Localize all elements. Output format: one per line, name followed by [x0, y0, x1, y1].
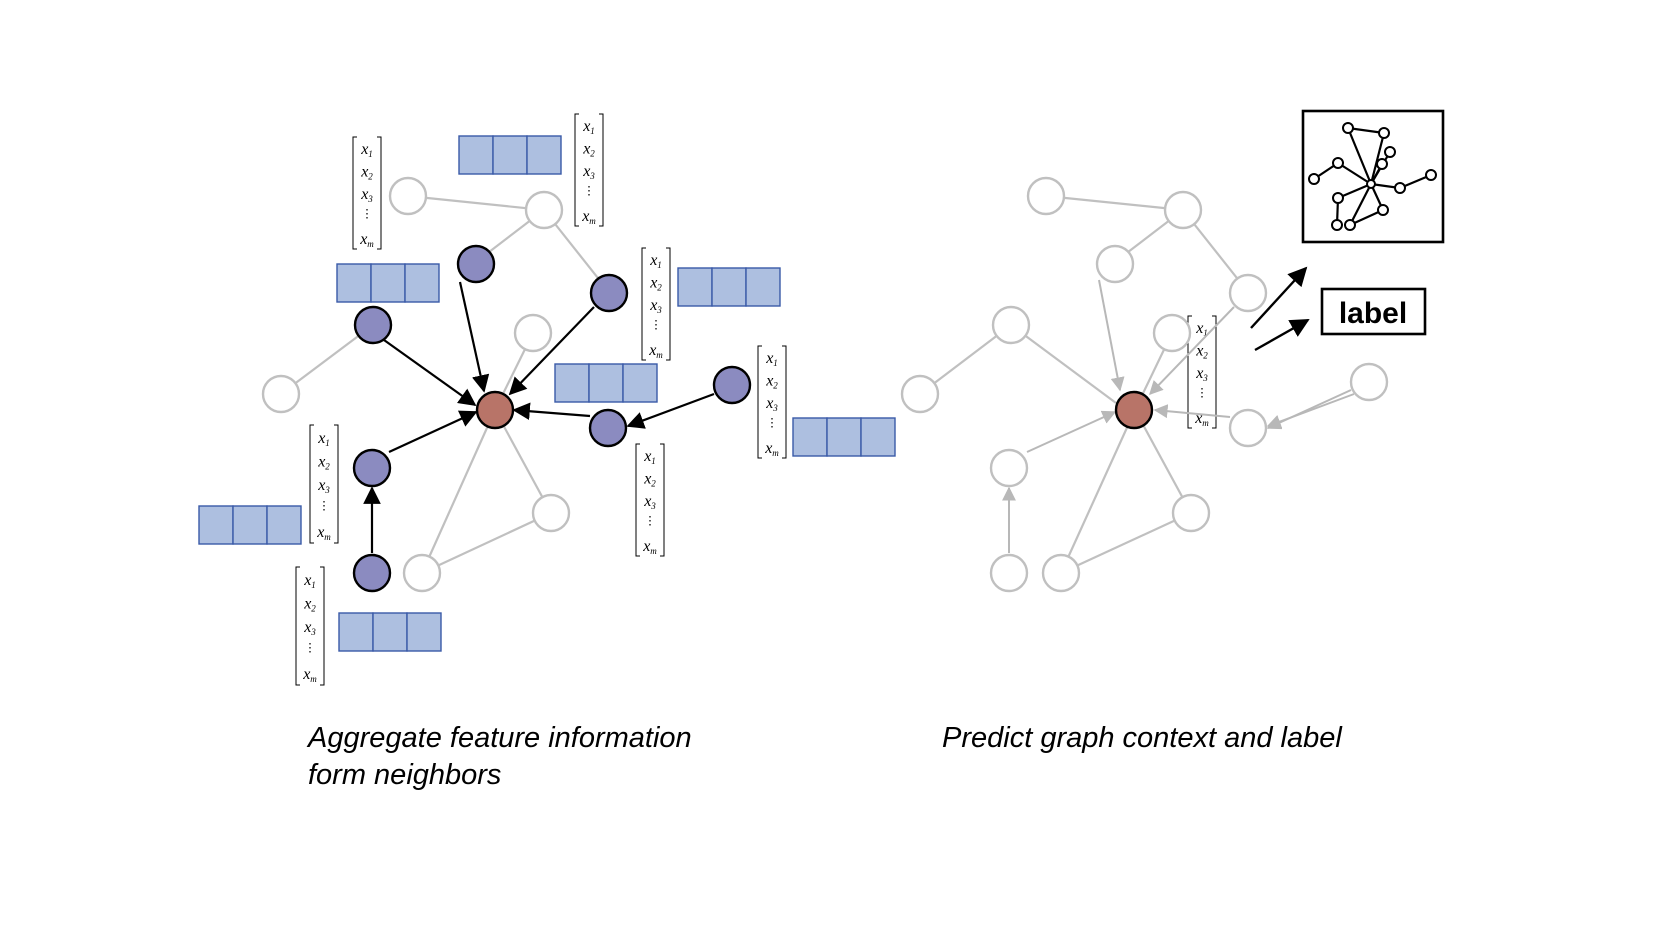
vector-entry: ⋮: [644, 513, 656, 527]
graph-node: [261, 374, 301, 414]
feature-vector: [554, 363, 658, 403]
feature-column-vector: x1 x2 x3 ⋮ xm: [309, 424, 339, 544]
vector-entry: x1: [649, 252, 662, 270]
vector-entry: ⋮: [583, 183, 595, 197]
vector-entry: xm: [764, 440, 779, 458]
label-box: [1320, 287, 1427, 336]
graph-node: [1349, 362, 1389, 402]
feature-column-vector: x1 x2 x3 ⋮ xm: [574, 113, 604, 227]
vector-entry: x2: [643, 471, 656, 489]
neighbor-node: [352, 448, 392, 488]
graph-node: [1152, 313, 1192, 353]
feature-column-vector: x1 x2 x3 ⋮ xm: [295, 566, 325, 686]
graph-node: [388, 176, 428, 216]
vector-entry: x3: [1195, 365, 1208, 383]
feature-column-vector: x1 x2 x3 ⋮ xm: [352, 136, 382, 250]
neighbor-node: [353, 305, 393, 345]
feature-column-vector: x1 x2 x3 ⋮ xm: [641, 247, 671, 361]
neighbor-node: [352, 553, 392, 593]
graph-node: [989, 553, 1029, 593]
graph-node: [1163, 190, 1203, 230]
vector-entry: x1: [303, 572, 316, 590]
feature-column-vector: x1 x2 x3 ⋮ xm: [757, 345, 787, 459]
graph-node: [1228, 273, 1268, 313]
feature-vectors: [198, 135, 896, 652]
vector-entry: ⋮: [318, 499, 330, 513]
vector-entry: x3: [582, 163, 595, 181]
graph-node: [1041, 553, 1081, 593]
vector-entry: x3: [649, 297, 662, 315]
vector-entry: xm: [642, 538, 657, 556]
vector-entry: xm: [302, 666, 317, 684]
graph-node: [531, 493, 571, 533]
vector-entry: x2: [303, 595, 316, 613]
vector-entry: x2: [317, 453, 330, 471]
graph-node: [1095, 244, 1135, 284]
vector-entry: x1: [582, 118, 595, 136]
target-node: [1114, 390, 1154, 430]
graph-node: [402, 553, 442, 593]
vector-entry: x1: [765, 350, 778, 368]
right-graph: label: [900, 109, 1445, 593]
vector-entry: xm: [1194, 410, 1209, 428]
graph-node: [991, 305, 1031, 345]
vector-entry: x2: [649, 275, 662, 293]
label-text: label: [1339, 297, 1407, 330]
graph-node: [1228, 408, 1268, 448]
feature-vector: [198, 505, 302, 545]
vector-entry: xm: [581, 208, 596, 226]
feature-column-vector: x1 x2 x3 ⋮ xm: [635, 443, 665, 557]
vector-entry: ⋮: [1196, 385, 1208, 399]
graph-context-icon: [1301, 109, 1445, 244]
vector-entry: ⋮: [304, 641, 316, 655]
vector-entry: x1: [317, 430, 330, 448]
vector-entry: ⋮: [361, 206, 373, 220]
target-node: [475, 390, 515, 430]
graph-node: [513, 313, 553, 353]
feature-vector: [458, 135, 562, 175]
graph-node: [524, 190, 564, 230]
left-caption-line2: form neighbors: [308, 759, 502, 791]
vector-entry: x3: [643, 493, 656, 511]
vector-entry: x3: [303, 619, 316, 637]
feature-vector: [677, 267, 781, 307]
vector-entry: x3: [360, 186, 373, 204]
left-caption: Aggregate feature information form neigh…: [308, 720, 692, 794]
vector-entry: xm: [359, 231, 374, 249]
neighbor-node: [712, 365, 752, 405]
vector-entry: ⋮: [650, 317, 662, 331]
vector-entry: x3: [317, 477, 330, 495]
vector-entry: xm: [648, 342, 663, 360]
neighbor-node: [589, 273, 629, 313]
right-caption: Predict graph context and label: [942, 722, 1342, 754]
neighbor-node: [456, 244, 496, 284]
vector-entry: x2: [582, 141, 595, 159]
vector-entry: xm: [316, 524, 331, 542]
vector-entry: x2: [765, 373, 778, 391]
graph-node: [1171, 493, 1211, 533]
vector-entry: x3: [765, 395, 778, 413]
vector-entry: x1: [643, 448, 656, 466]
graph-node: [1026, 176, 1066, 216]
graph-node: [989, 448, 1029, 488]
vector-entry: x2: [360, 164, 373, 182]
vector-entry: x1: [360, 141, 373, 159]
feature-vector: [336, 263, 440, 303]
feature-vector: [792, 417, 896, 457]
vector-entry: ⋮: [766, 415, 778, 429]
left-caption-line1: Aggregate feature information: [308, 722, 692, 754]
neighbor-node: [588, 408, 628, 448]
feature-vector: [338, 612, 442, 652]
left-graph: [261, 176, 752, 593]
graph-node: [900, 374, 940, 414]
